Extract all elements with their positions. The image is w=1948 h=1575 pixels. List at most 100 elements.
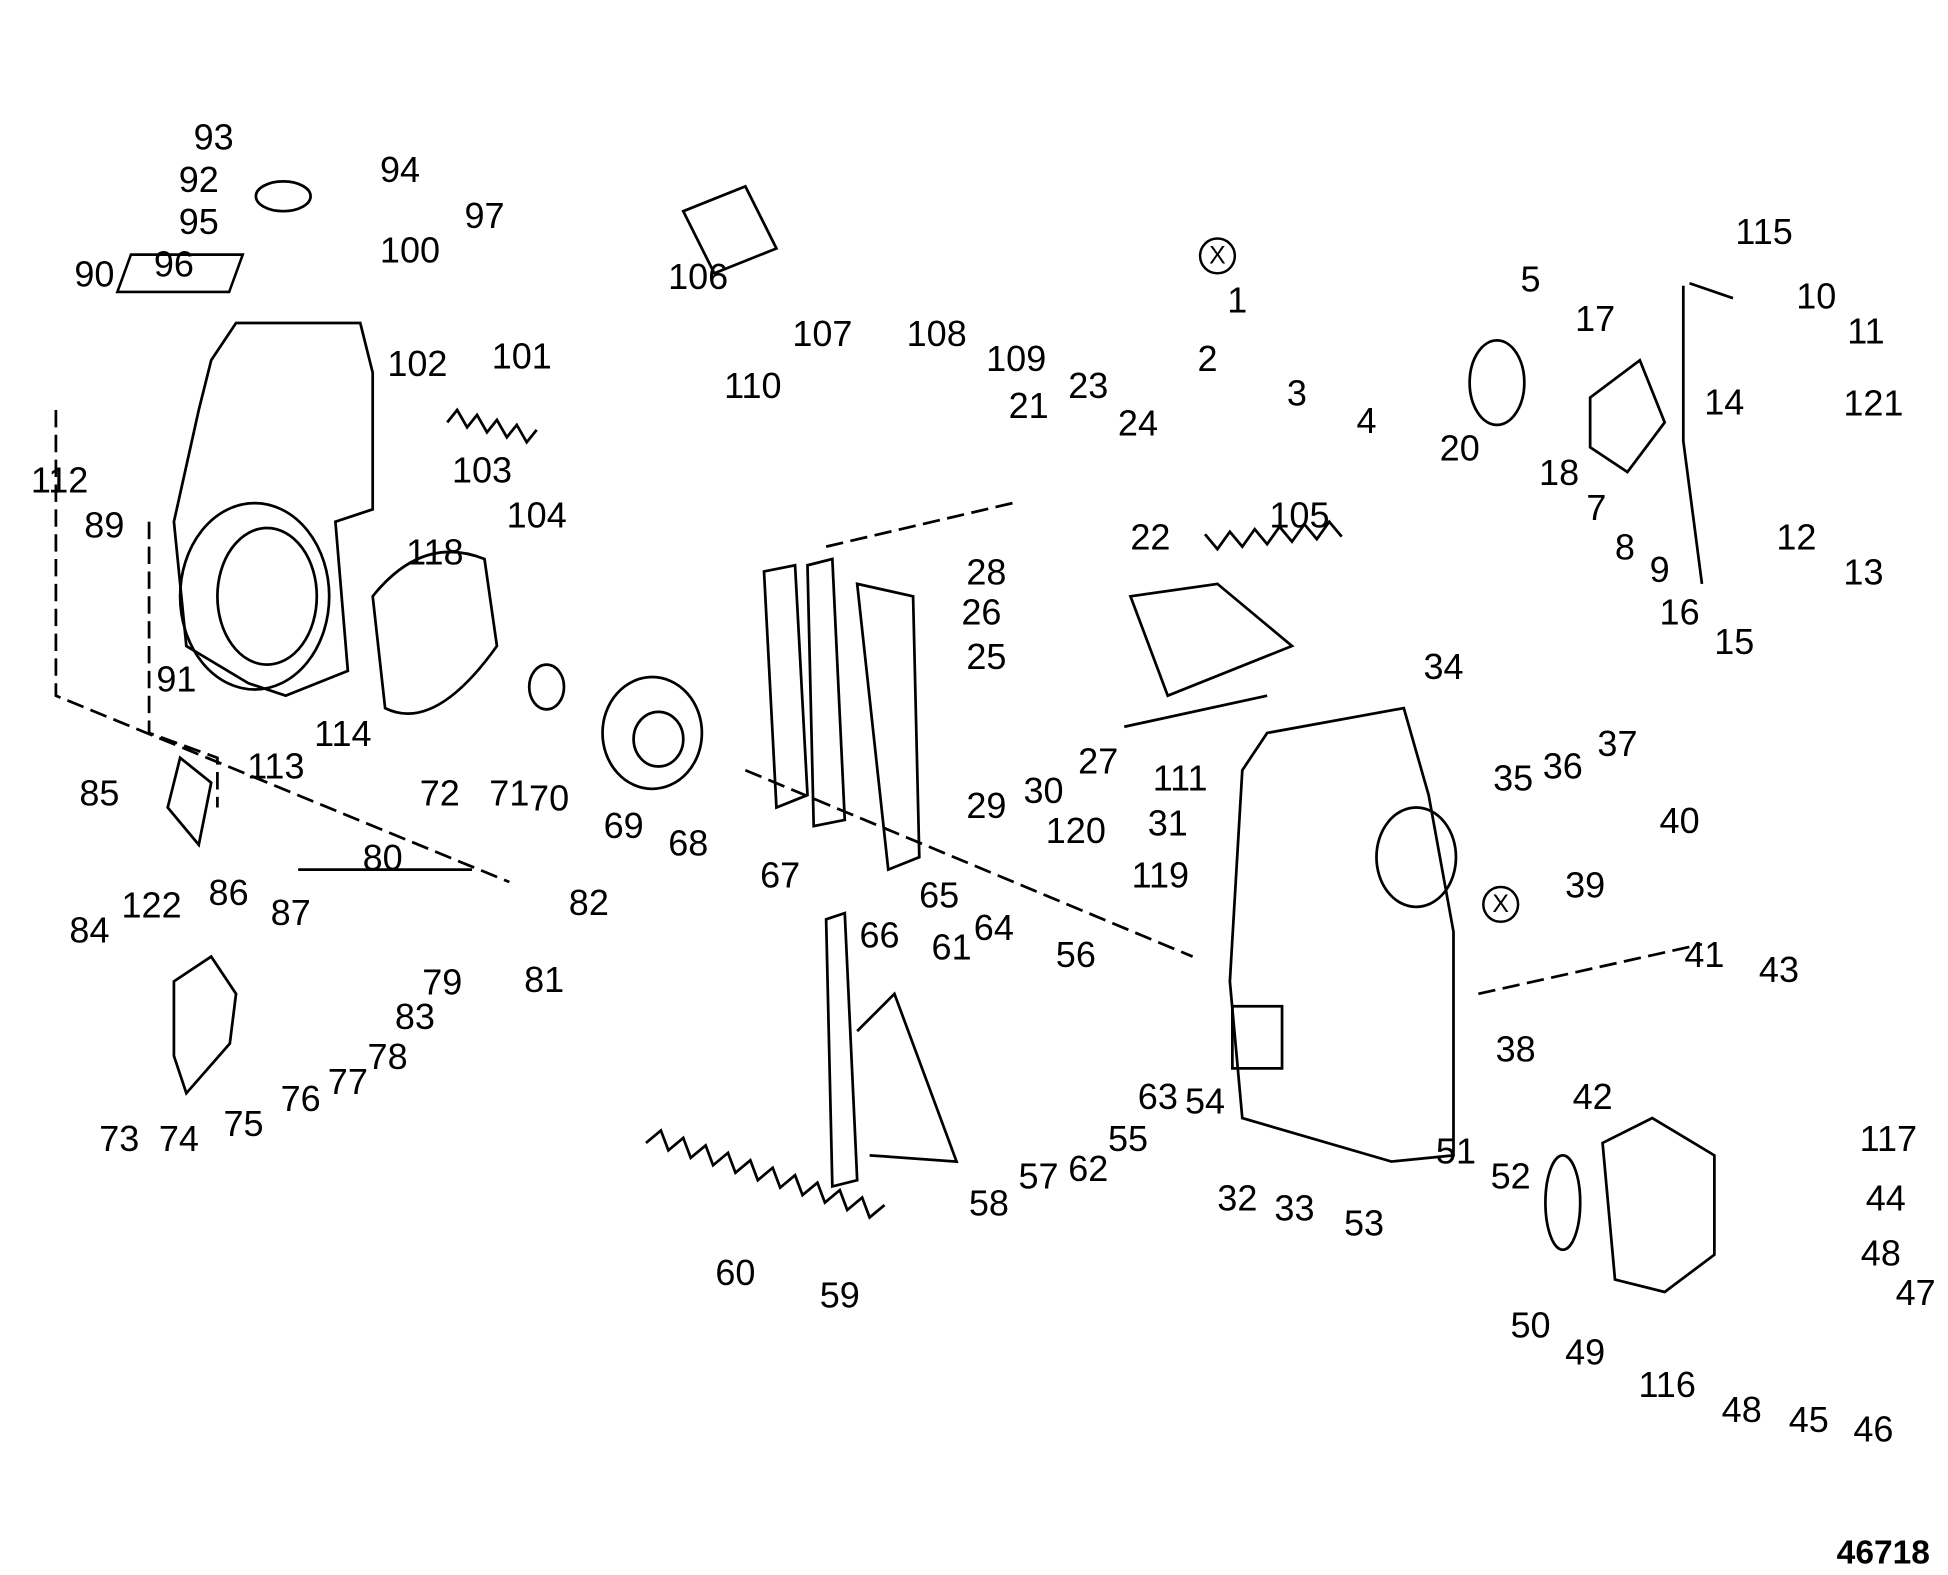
- callout-label-91: 91: [156, 660, 197, 701]
- callout-label-23: 23: [1068, 367, 1109, 407]
- callout-label-64: 64: [973, 908, 1014, 949]
- callout-label-109: 109: [986, 339, 1047, 380]
- callout-label-45: 45: [1788, 1400, 1829, 1441]
- callout-label-103: 103: [451, 451, 513, 492]
- callout-label-80: 80: [362, 839, 403, 879]
- spring: [645, 1128, 886, 1220]
- callout-label-118: 118: [406, 533, 464, 574]
- o-ring: [1544, 1153, 1582, 1252]
- callout-label-74: 74: [158, 1119, 199, 1160]
- callout-label-66: 66: [859, 916, 900, 956]
- figure-number: 46718: [1836, 1533, 1930, 1571]
- callout-label-81: 81: [524, 960, 565, 1001]
- callout-label-59: 59: [819, 1276, 860, 1317]
- callout-label-48: 48: [1721, 1390, 1762, 1431]
- callout-label-3: 3: [1286, 374, 1307, 415]
- valve-body: [1588, 358, 1667, 474]
- thrust-sleeve: [601, 675, 704, 791]
- callout-label-9: 9: [1649, 550, 1670, 591]
- lever: [762, 557, 847, 828]
- callout-label-41: 41: [1684, 936, 1725, 976]
- callout-label-18: 18: [1539, 454, 1580, 494]
- callout-label-60: 60: [715, 1254, 756, 1294]
- bushing: [527, 663, 566, 711]
- callout-label-76: 76: [280, 1080, 321, 1120]
- callout-label-58: 58: [968, 1184, 1009, 1225]
- callout-label-56: 56: [1055, 936, 1096, 976]
- callout-label-37: 37: [1597, 724, 1638, 765]
- pump-housing: [1228, 706, 1455, 1163]
- callout-label-104: 104: [506, 496, 567, 537]
- callout-label-8: 8: [1614, 528, 1635, 569]
- housing-bore-inner: [216, 526, 319, 666]
- callout-label-111: 111: [1152, 759, 1208, 800]
- callout-label-52: 52: [1490, 1157, 1531, 1197]
- lever: [824, 911, 959, 1189]
- callout-label-36: 36: [1542, 747, 1583, 787]
- callout-label-67: 67: [760, 856, 801, 897]
- callout-label-39: 39: [1565, 866, 1606, 907]
- end-cover: [1601, 1116, 1716, 1294]
- callout-label-105: 105: [1269, 496, 1330, 537]
- callout-label-5: 5: [1520, 260, 1541, 301]
- callout-label-96: 96: [153, 245, 194, 286]
- bracket: [172, 954, 238, 1096]
- callout-label-63: 63: [1137, 1077, 1178, 1118]
- housing-bore: [178, 501, 331, 691]
- callout-label-1: 1: [1227, 281, 1248, 322]
- callout-label-113: 113: [247, 747, 305, 787]
- callout-label-84: 84: [69, 911, 110, 951]
- callout-label-90: 90: [74, 255, 115, 296]
- shaft-assembly: [1123, 582, 1295, 729]
- callout-label-69: 69: [603, 806, 644, 847]
- callout-label-38: 38: [1495, 1030, 1536, 1071]
- callout-label-117: 117: [1859, 1119, 1918, 1160]
- callout-label-25: 25: [966, 637, 1007, 678]
- spring: [1203, 519, 1343, 552]
- callout-label-92: 92: [178, 160, 219, 201]
- callout-label-102: 102: [387, 344, 448, 385]
- callout-label-120: 120: [1045, 811, 1106, 852]
- callout-label-100: 100: [379, 231, 441, 272]
- callout-label-11: 11: [1847, 312, 1885, 353]
- callout-label-78: 78: [367, 1037, 408, 1078]
- callout-label-122: 122: [121, 886, 182, 927]
- bracket: [166, 755, 213, 848]
- callout-label-112: 112: [30, 461, 89, 502]
- callout-label-4: 4: [1356, 401, 1377, 442]
- callout-label-46: 46: [1853, 1410, 1894, 1451]
- callout-label-85: 85: [79, 774, 120, 815]
- callout-label-110: 110: [724, 367, 782, 407]
- leader-line: [1681, 281, 1734, 585]
- callout-label-2: 2: [1197, 339, 1218, 380]
- spring: [446, 407, 538, 445]
- callout-label-13: 13: [1843, 553, 1884, 594]
- callout-label-89: 89: [84, 506, 125, 546]
- callout-label-12: 12: [1776, 518, 1817, 559]
- callout-label-40: 40: [1659, 801, 1700, 842]
- callout-label-71: 71: [489, 774, 530, 815]
- callout-label-61: 61: [931, 928, 972, 969]
- callout-label-53: 53: [1344, 1204, 1385, 1245]
- callout-label-20: 20: [1439, 429, 1480, 469]
- callout-label-75: 75: [223, 1105, 264, 1145]
- callout-label-106: 106: [668, 257, 729, 298]
- callout-label-114: 114: [314, 714, 372, 755]
- callout-label-29: 29: [966, 786, 1007, 827]
- callout-label-95: 95: [178, 203, 219, 243]
- cover-plate: [115, 253, 245, 294]
- weight-assembly: [371, 550, 499, 715]
- callout-label-31: 31: [1147, 804, 1188, 845]
- governor-housing: [172, 321, 375, 698]
- thrust-sleeve-inner: [632, 710, 685, 768]
- callout-label-83: 83: [394, 998, 435, 1038]
- cap: [254, 180, 312, 213]
- callout-label-21: 21: [1008, 386, 1049, 427]
- callout-label-26: 26: [961, 593, 1002, 633]
- callout-label-65: 65: [919, 876, 960, 917]
- callout-label-79: 79: [422, 963, 463, 1004]
- callout-label-49: 49: [1565, 1333, 1606, 1374]
- callout-label-50: 50: [1510, 1306, 1551, 1347]
